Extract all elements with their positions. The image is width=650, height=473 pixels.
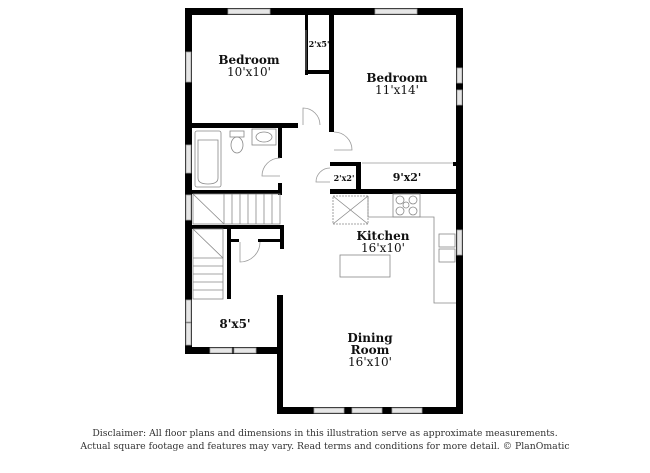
fixtures bbox=[192, 128, 456, 304]
kitchen-label: Kitchen bbox=[357, 229, 410, 243]
entry-dims: 8'x5' bbox=[219, 317, 250, 331]
doors bbox=[239, 30, 453, 263]
dining-label-2: Room bbox=[351, 343, 390, 357]
dining-dims: 16'x10' bbox=[348, 355, 392, 369]
disclaimer-line-2: Actual square footage and features may v… bbox=[80, 441, 570, 452]
closet-3-dims: 9'x2' bbox=[393, 171, 422, 184]
kitchen-dims: 16'x10' bbox=[361, 241, 405, 255]
stairs-lower bbox=[192, 228, 224, 300]
closet-2-dims: 2'x2' bbox=[334, 173, 355, 183]
stairs-upper bbox=[192, 193, 281, 225]
bedroom-1-dims: 10'x10' bbox=[227, 65, 271, 79]
closet-1-dims: 2'x5' bbox=[309, 39, 330, 49]
dining-label: Dining bbox=[347, 331, 393, 345]
bedroom-1-label: Bedroom bbox=[218, 53, 279, 67]
disclaimer-line-1: Disclaimer: All floor plans and dimensio… bbox=[92, 428, 558, 439]
bedroom-2-dims: 11'x14' bbox=[375, 83, 419, 97]
windows bbox=[185, 8, 463, 414]
bedroom-2-label: Bedroom bbox=[366, 71, 427, 85]
room-labels: Bedroom 10'x10' Bedroom 11'x14' 2'x5' 2'… bbox=[218, 39, 427, 369]
